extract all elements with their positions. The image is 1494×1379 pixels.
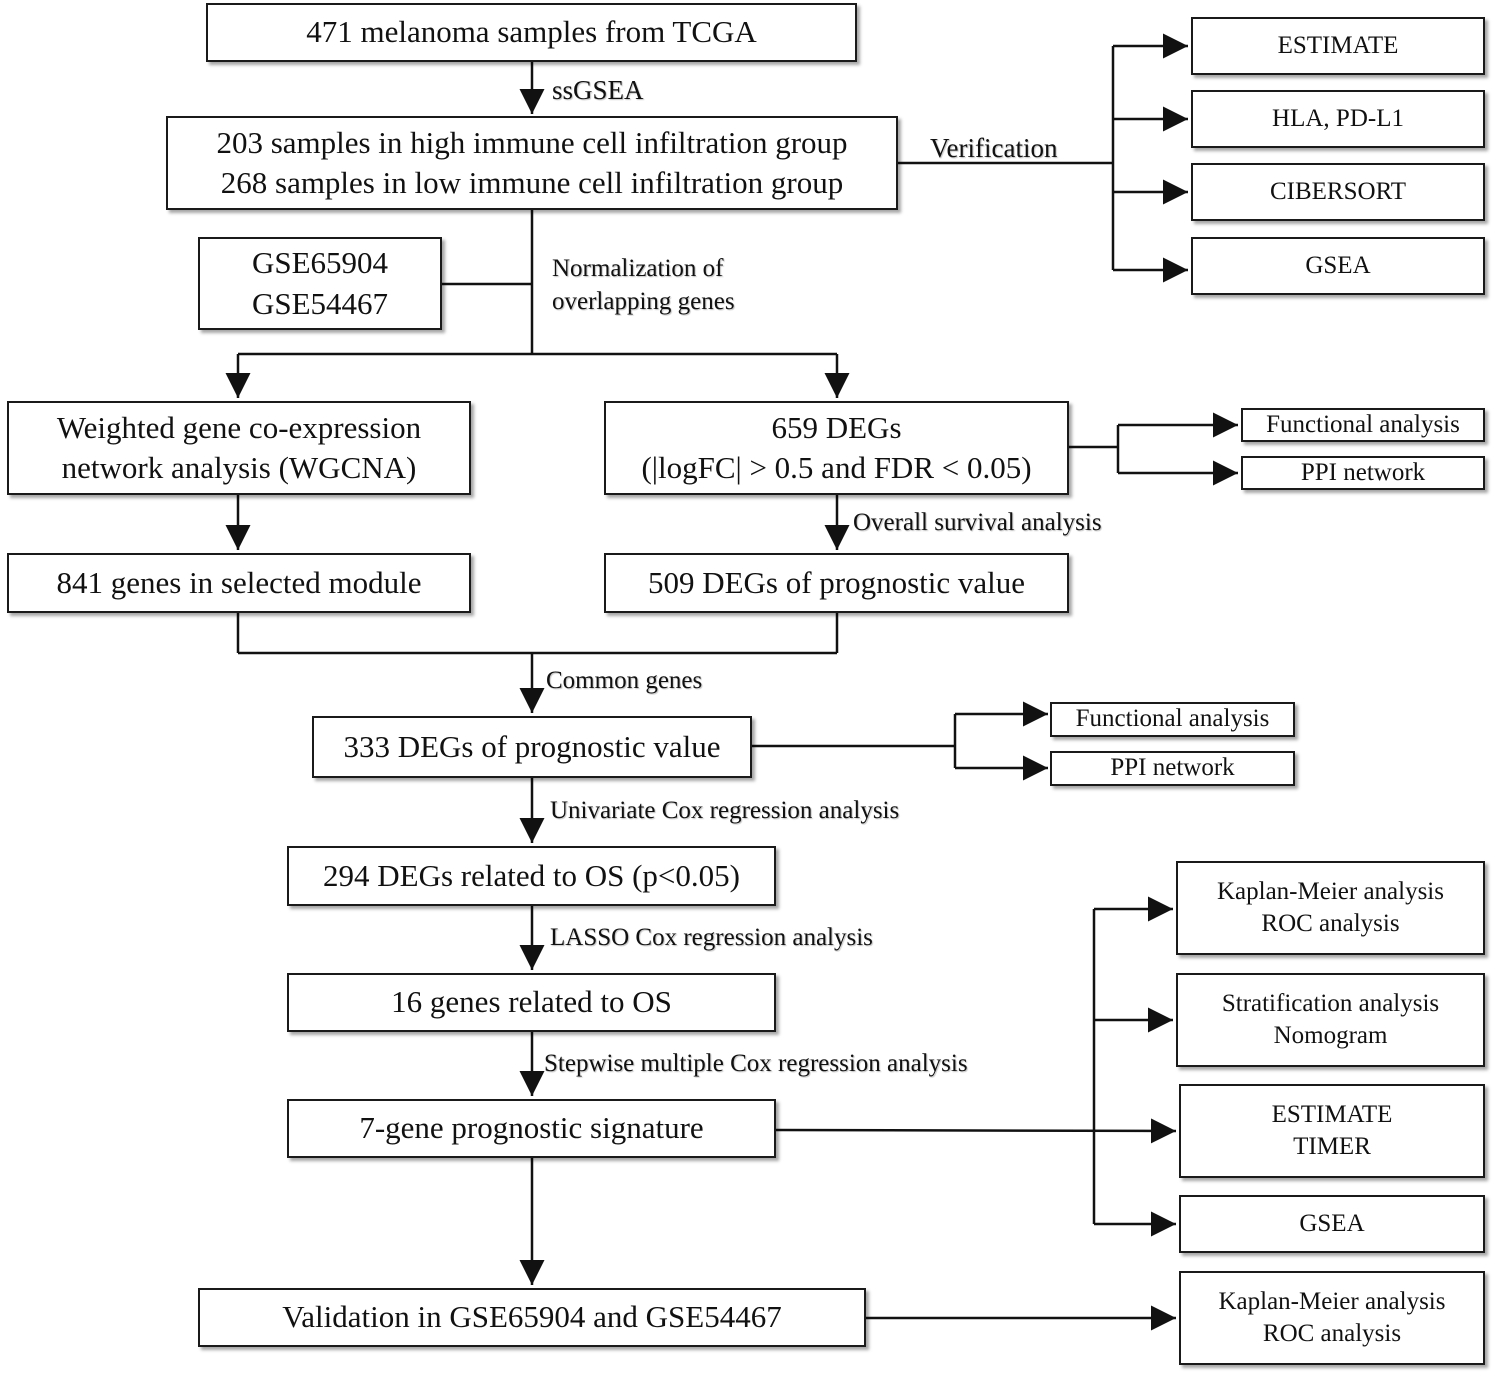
genes-16-box: 16 genes related to OS: [287, 973, 776, 1032]
wgcna-box: Weighted gene co-expression network anal…: [7, 401, 471, 495]
gsea-verify-box: GSEA: [1191, 237, 1485, 295]
degs-ppi-network-box: PPI network: [1241, 456, 1485, 490]
degs-659-box: 659 DEGs (|logFC| > 0.5 and FDR < 0.05): [604, 401, 1069, 495]
module-genes-box: 841 genes in selected module: [7, 553, 471, 613]
prog333-functional-analysis-box: Functional analysis: [1050, 702, 1295, 737]
signature-7-box: 7-gene prognostic signature: [287, 1099, 776, 1158]
label-ssgsea: ssGSEA: [552, 75, 644, 105]
label-common-genes: Common genes: [546, 667, 703, 694]
low-group-text: 268 samples in low immune cell infiltrat…: [220, 165, 844, 200]
stratification-nomogram-box: Stratification analysis Nomogram: [1176, 973, 1485, 1067]
geo-datasets-box: GSE65904 GSE54467: [198, 237, 442, 330]
tcga-samples-text: 471 melanoma samples from TCGA: [306, 14, 757, 50]
geo-dataset-2: GSE54467: [251, 285, 389, 321]
label-overall-survival: Overall survival analysis: [853, 509, 1102, 536]
km-roc-box: Kaplan-Meier analysis ROC analysis: [1176, 861, 1485, 955]
label-verification: Verification: [930, 133, 1058, 163]
degs-333-box: 333 DEGs of prognostic value: [312, 716, 752, 778]
label-univariate: Univariate Cox regression analysis: [550, 797, 900, 824]
prog333-ppi-network-box: PPI network: [1050, 751, 1295, 786]
geo-dataset-1: GSE65904: [251, 245, 389, 281]
tcga-samples-box: 471 melanoma samples from TCGA: [206, 3, 857, 62]
estimate-box: ESTIMATE: [1191, 17, 1485, 75]
degs-functional-analysis-box: Functional analysis: [1241, 408, 1485, 442]
label-normalization: Normalization of overlapping genes: [552, 255, 735, 315]
validation-km-roc-box: Kaplan-Meier analysis ROC analysis: [1179, 1271, 1485, 1365]
hla-pdl1-box: HLA, PD-L1: [1191, 90, 1485, 148]
degs-509-box: 509 DEGs of prognostic value: [604, 553, 1069, 613]
immune-groups-box: 203 samples in high immune cell infiltra…: [166, 116, 898, 210]
validation-box: Validation in GSE65904 and GSE54467: [198, 1288, 866, 1347]
degs-294-box: 294 DEGs related to OS (p<0.05): [287, 846, 776, 906]
gsea-signature-box: GSEA: [1179, 1195, 1485, 1253]
cibersort-box: CIBERSORT: [1191, 163, 1485, 221]
label-stepwise: Stepwise multiple Cox regression analysi…: [544, 1050, 968, 1077]
label-lasso: LASSO Cox regression analysis: [550, 924, 873, 951]
high-group-text: 203 samples in high immune cell infiltra…: [216, 124, 848, 160]
estimate-timer-box: ESTIMATE TIMER: [1179, 1084, 1485, 1178]
